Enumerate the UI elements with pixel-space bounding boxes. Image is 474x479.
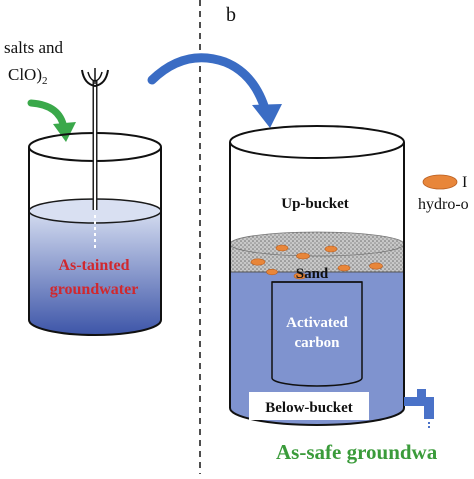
carbon-label-line2: carbon [295, 335, 341, 351]
water-label-line1: As-tainted [58, 257, 129, 274]
legend-label: hydro-o [418, 196, 469, 213]
particle [275, 244, 289, 252]
blue-arrow-icon [147, 53, 271, 117]
reagent-label-line1: salts and [4, 38, 64, 57]
particle [324, 245, 338, 253]
below-bucket-box [249, 392, 369, 420]
tap-icon [404, 389, 434, 428]
beaker-water [29, 211, 161, 335]
legend-letter: I [462, 174, 467, 191]
panel-label: b [226, 4, 236, 26]
tank-rim [229, 125, 405, 159]
below-bucket-label: Below-bucket [265, 400, 353, 416]
hydro-oxide-particles [250, 244, 383, 280]
reagent-subscript: 2 [42, 75, 48, 87]
sand-surface [229, 231, 405, 257]
tank-bottom [229, 407, 405, 426]
green-arrowhead-icon [53, 122, 76, 142]
legend-particle-icon [422, 174, 458, 190]
output-label: As-safe groundwa [276, 440, 438, 464]
particle [337, 264, 351, 272]
particle [250, 258, 266, 266]
reagent-formula: ClO) [8, 65, 42, 84]
particle [296, 252, 310, 260]
blue-arrowhead-icon [252, 104, 282, 128]
particle [369, 262, 383, 270]
particle [293, 272, 307, 280]
carbon-label-line1: Activated [286, 315, 348, 331]
sand-label: Sand [296, 266, 329, 282]
particle [266, 268, 278, 276]
up-bucket-label: Up-bucket [281, 196, 349, 212]
carbon-cylinder [271, 281, 363, 387]
reagent-label-line2: ClO)2 [8, 65, 48, 87]
stirrer-icon [81, 68, 109, 250]
beaker-bottom [28, 319, 162, 336]
water-label-line2: groundwater [50, 281, 139, 298]
